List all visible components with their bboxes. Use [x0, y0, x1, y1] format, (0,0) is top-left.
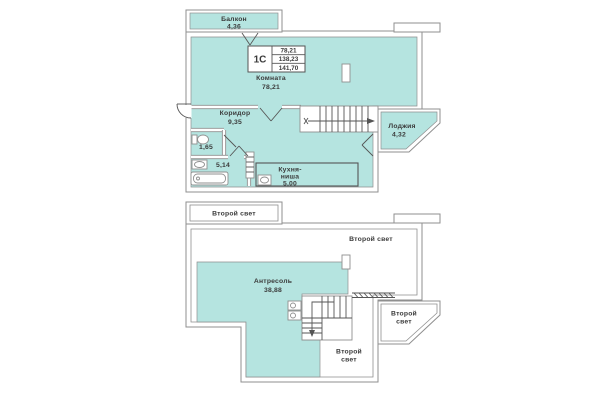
door-swings-floor1	[176, 32, 374, 157]
floor2-plan: Второй свет Второй свет Антресоль 38,88 …	[185, 201, 441, 383]
floor2-side-void-floor	[380, 303, 438, 342]
floor2-top-box-inner	[189, 204, 279, 222]
corridor-label: Коридор	[220, 110, 251, 117]
unit-area-2: 138,23	[279, 56, 299, 63]
balcony-label: Балкон	[221, 16, 247, 23]
balcony-floor	[189, 12, 279, 30]
corridor-area: 9,35	[228, 119, 242, 126]
wc-area: 1,65	[199, 144, 213, 151]
second-light-upper-label: Второй свет	[349, 235, 393, 243]
balcony-area: 4,36	[227, 24, 241, 31]
kitchen-label-2: ниша	[281, 174, 300, 181]
second-light-center-label-2: свет	[341, 357, 357, 364]
kitchen-area: 5,00	[283, 181, 297, 188]
unit-type-label: 1С	[254, 55, 267, 66]
mezzanine-label: Антресоль	[254, 278, 292, 285]
second-light-top-label: Второй свет	[212, 210, 256, 218]
kitchen-sink-icon	[257, 174, 272, 186]
loggia-label: Лоджия	[388, 123, 415, 130]
floor2-parapet	[393, 213, 441, 224]
bath-area: 5,14	[216, 162, 230, 169]
floor1-partition-walls	[191, 104, 301, 186]
vent-shaft-icon	[245, 151, 255, 179]
loggia-area: 4,32	[392, 132, 406, 139]
entrance-door-arc	[176, 103, 192, 119]
sink-icon	[191, 159, 208, 170]
mezzanine-area: 38,88	[264, 287, 282, 294]
unit-info-box: 1С 78,21 138,23 141,70	[247, 45, 306, 73]
room-area: 78,21	[262, 84, 280, 91]
washer-icon	[287, 300, 302, 311]
unit-area-3: 141,70	[279, 65, 299, 72]
kitchen-label-1: Кухня-	[278, 167, 301, 174]
dryer-icon	[287, 310, 302, 321]
room-label: Комната	[256, 75, 286, 82]
unit-area-1: 78,21	[281, 48, 297, 55]
column-floor2	[341, 254, 351, 270]
column-floor1	[341, 63, 351, 83]
second-light-side-label-1: Второй	[391, 310, 417, 318]
bathtub-icon	[190, 171, 229, 186]
stairs-floor2-icon	[301, 295, 353, 341]
second-light-center-label-1: Второй	[336, 348, 362, 356]
toilet-icon	[191, 134, 209, 145]
floor1-plan: 1С 78,21 138,23 141,70 Балкон 4,36 Комна…	[176, 9, 441, 193]
kitchen-niche-outline	[255, 162, 359, 187]
railing-icon	[352, 292, 395, 298]
stairs-floor1-icon	[299, 105, 379, 133]
loggia-floor	[380, 111, 438, 150]
floor1-parapet	[393, 22, 441, 33]
second-light-side-label-2: свет	[396, 319, 412, 326]
